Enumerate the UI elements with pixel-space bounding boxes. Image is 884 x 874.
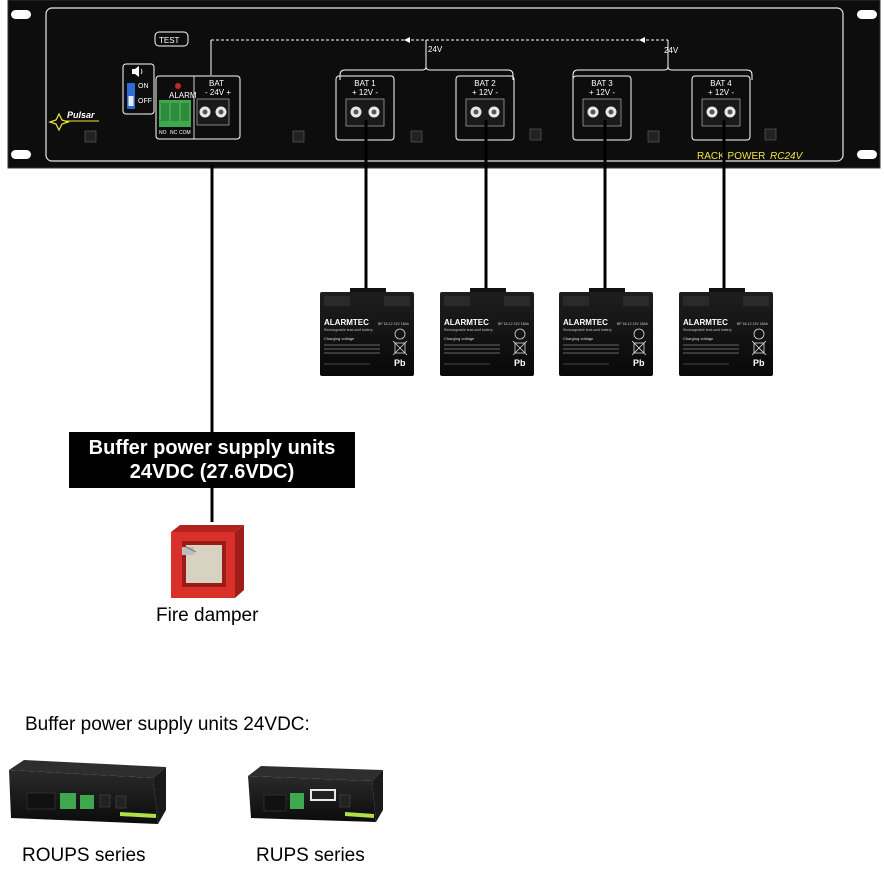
bat-slot-terminal-icon [701, 98, 741, 127]
bat-slot-4: BAT 4+ 12V - [691, 75, 751, 141]
bus-label-left: 24V [428, 45, 443, 54]
battery-brand: ALARMTEC [444, 318, 489, 327]
bat-slot-title: BAT 1 [354, 79, 376, 88]
battery-pb-symbol: Pb [633, 358, 645, 368]
mount-hole-icon [857, 10, 877, 19]
battery-subtitle: Rechargeable lead-acid battery [324, 328, 373, 332]
battery-model: BP 18-12 12V 18Ah [617, 322, 648, 326]
battery-spec-title: Charging voltage [444, 336, 475, 341]
roups-caption: ROUPS series [22, 845, 146, 866]
battery-model: BP 18-12 12V 18Ah [378, 322, 409, 326]
alarm-terminal-block [159, 100, 191, 127]
battery-pb-symbol: Pb [514, 358, 526, 368]
fire-damper-icon [171, 525, 244, 598]
alarm-bat-main-box [155, 75, 241, 140]
rack-power-panel: TEST 24V 24V ON OFF [7, 0, 881, 169]
battery-pb-symbol: Pb [753, 358, 765, 368]
recycle-bin-icon [751, 328, 767, 356]
alarm-terminal-com: COM [179, 130, 191, 136]
bat-slot-group: BAT 1+ 12V -BAT 2+ 12V -BAT 3+ 12V -BAT … [335, 75, 751, 141]
bat-slot-title: BAT 4 [710, 79, 732, 88]
bat-slot-terminal-icon [582, 98, 622, 127]
battery-model: BP 18-12 12V 18Ah [737, 322, 768, 326]
connector-markers [84, 128, 777, 143]
bat-main-terminal-icon [196, 98, 230, 126]
pulsar-brand: Pulsar [67, 110, 95, 120]
alarm-title: ALARM [169, 91, 197, 100]
battery-spec-title: Charging voltage [563, 336, 594, 341]
bat-slot-voltage: + 12V - [589, 88, 615, 97]
mount-hole-icon [11, 10, 31, 19]
bat-slot-title: BAT 2 [474, 79, 496, 88]
switch-on-label: ON [138, 83, 149, 90]
test-button[interactable] [154, 31, 189, 47]
rups-caption: RUPS series [256, 845, 365, 866]
roups-unit-icon [9, 760, 166, 824]
model-name: RACK POWER [697, 151, 765, 162]
alarm-led-icon [175, 83, 181, 89]
battery-subtitle: Rechargeable lead-acid battery [444, 328, 493, 332]
battery-spec-title: Charging voltage [683, 336, 714, 341]
recycle-bin-icon [512, 328, 528, 356]
model-code: RC24V [770, 151, 804, 162]
battery-subtitle: Rechargeable lead-acid battery [563, 328, 612, 332]
buffer-psu-label: Buffer power supply units 24VDC (27.6VDC… [69, 432, 355, 488]
alarm-terminal-no: NO [159, 130, 167, 136]
mount-hole-icon [857, 150, 877, 159]
bat-slot-voltage: + 12V - [472, 88, 498, 97]
battery-pb-symbol: Pb [394, 358, 406, 368]
bat-slot-title: BAT 3 [591, 79, 613, 88]
rups-unit-icon [248, 766, 383, 822]
pulsar-logo-icon: Pulsar [48, 110, 99, 132]
bus-line [210, 37, 753, 80]
alarm-terminal-nc: NC [170, 130, 178, 136]
battery-subtitle: Rechargeable lead-acid battery [683, 328, 732, 332]
bat-main-title: BAT [209, 79, 224, 88]
test-button-label: TEST [159, 36, 180, 45]
bat-slot-voltage: + 12V - [708, 88, 734, 97]
recycle-bin-icon [631, 328, 647, 356]
fire-damper-caption: Fire damper [156, 605, 259, 626]
switch-off-label: OFF [138, 98, 152, 105]
speaker-icon [132, 66, 143, 77]
bat-slot-3: BAT 3+ 12V - [572, 75, 632, 141]
battery-brand: ALARMTEC [563, 318, 608, 327]
battery-brand: ALARMTEC [683, 318, 728, 327]
panel-inner-border [45, 7, 844, 162]
bat-slot-voltage: + 12V - [352, 88, 378, 97]
bus-label-right: 24V [664, 46, 679, 55]
buzzer-switch-box [122, 63, 155, 115]
battery-spec-title: Charging voltage [324, 336, 355, 341]
battery-brand: ALARMTEC [324, 318, 369, 327]
battery-model: BP 18-12 12V 18Ah [498, 322, 529, 326]
bat-main-voltage: - 24V + [205, 88, 231, 97]
recycle-bin-icon [392, 328, 408, 356]
mount-hole-icon [11, 150, 31, 159]
wires [210, 120, 726, 522]
buffer-psu-label-line2: 24VDC (27.6VDC) [129, 461, 295, 483]
buffer-psu-label-line1: Buffer power supply units [88, 437, 336, 459]
footer-heading: Buffer power supply units 24VDC: [25, 714, 310, 735]
